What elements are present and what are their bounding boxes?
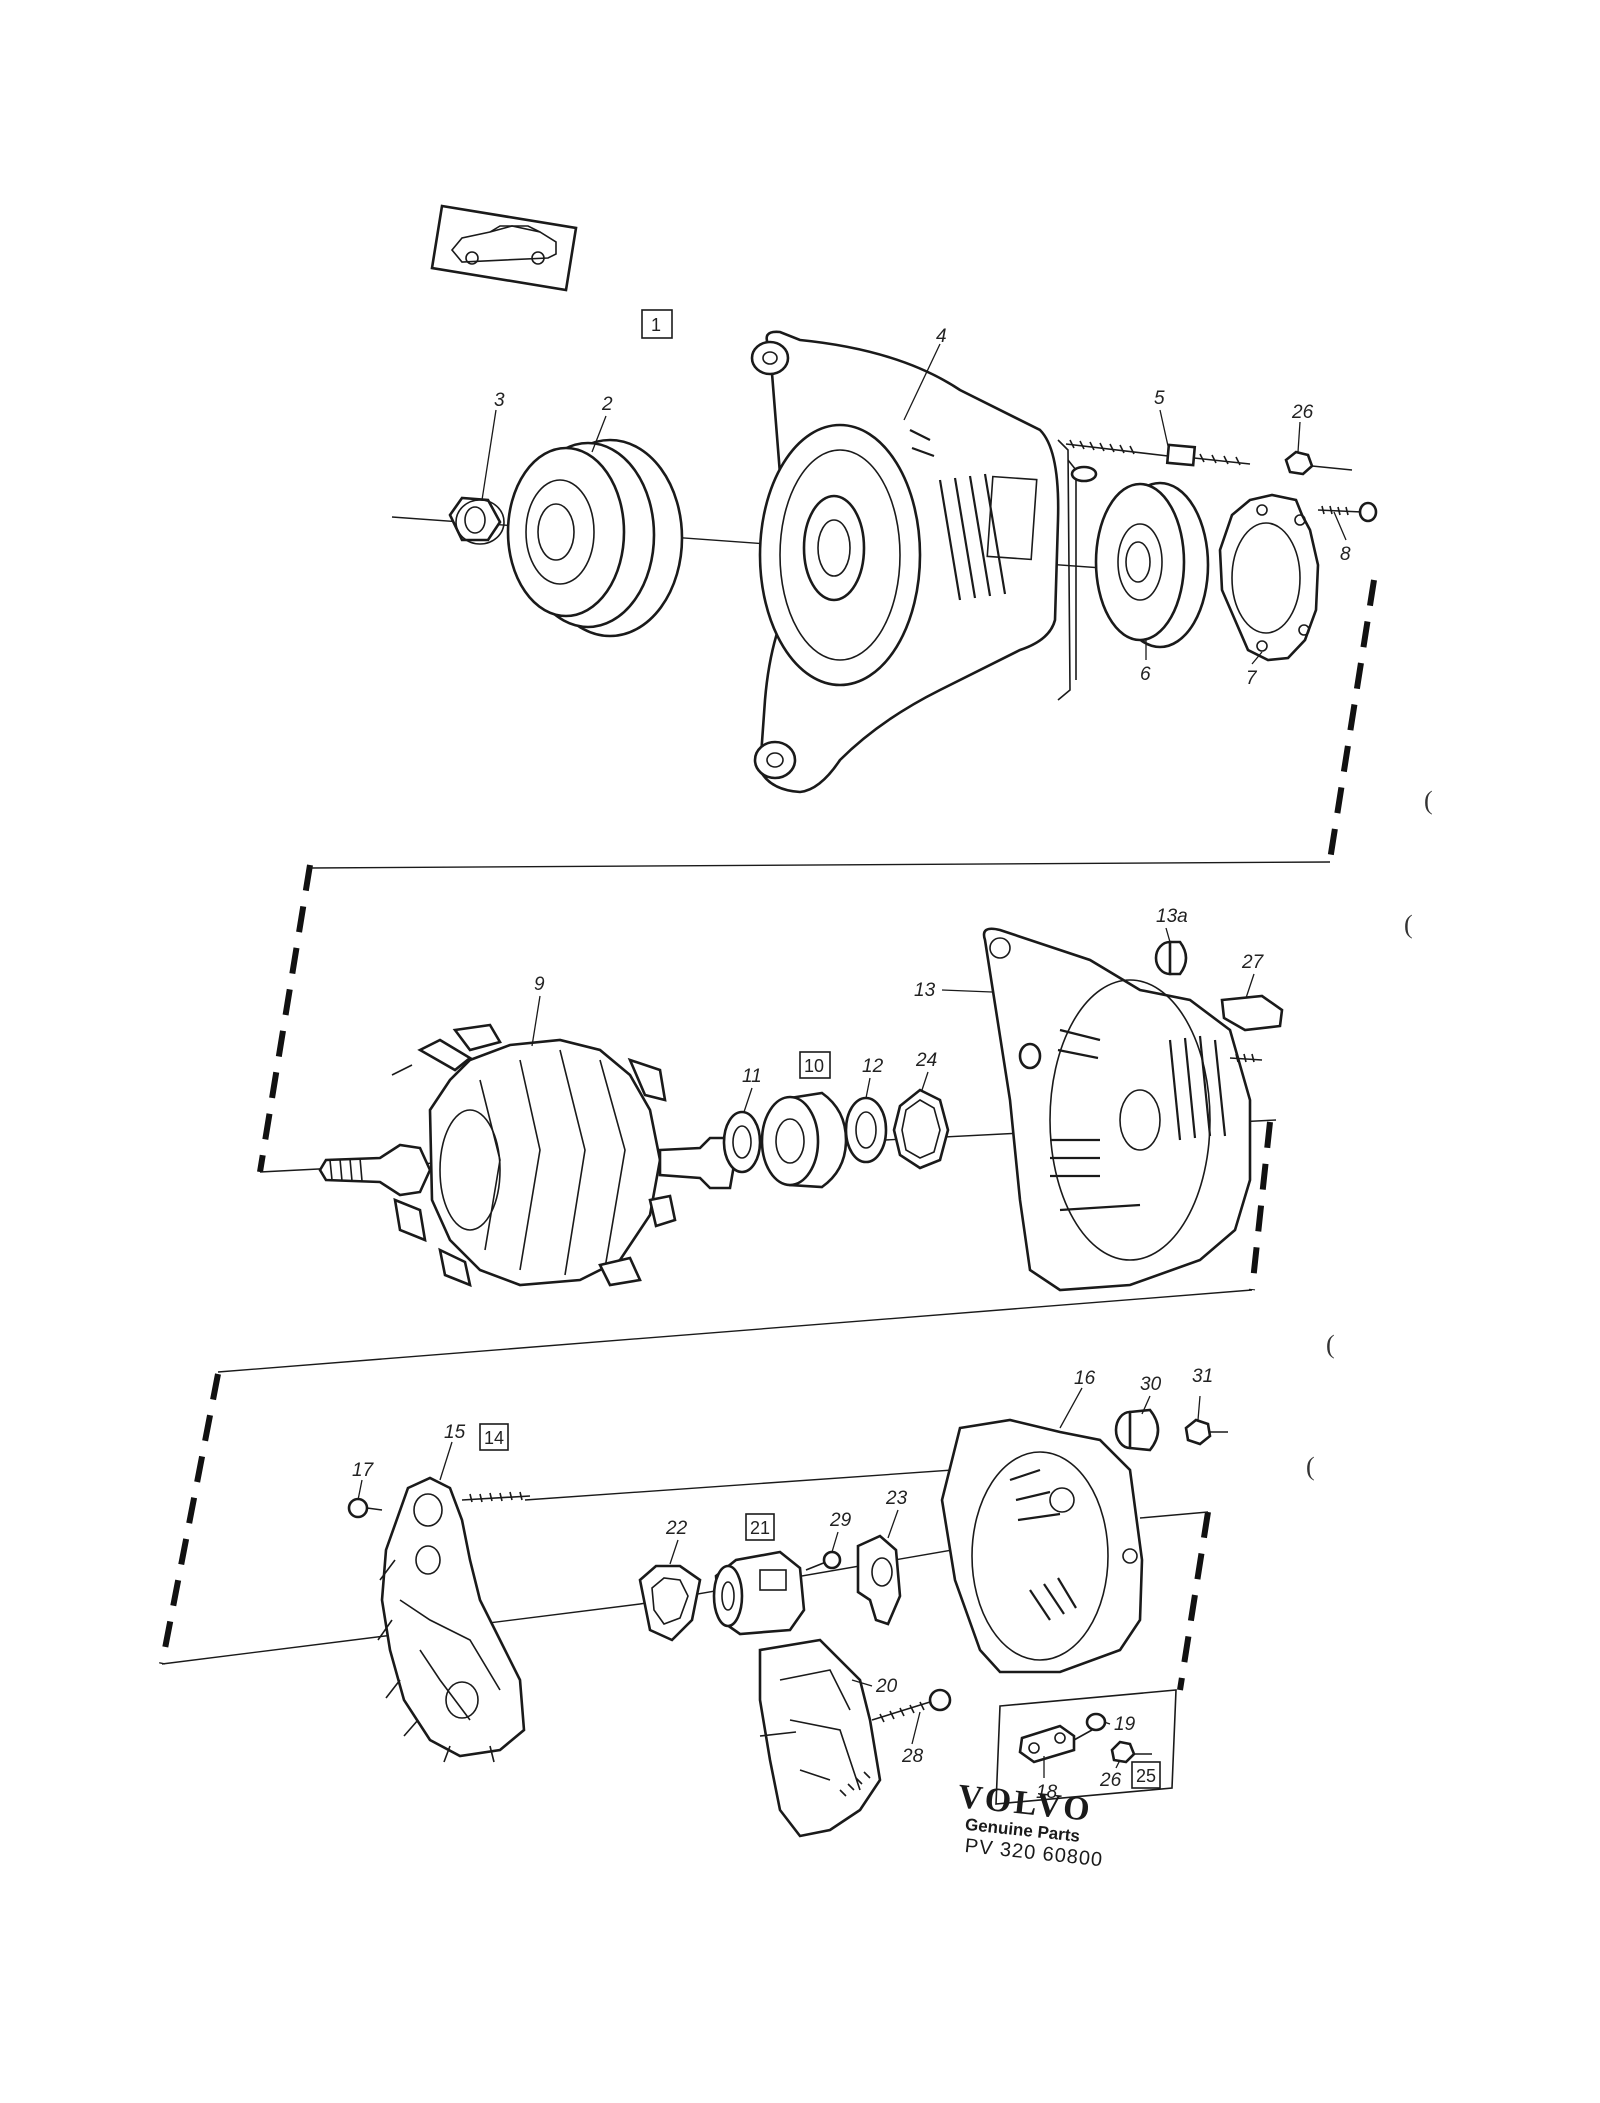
callout-19: 19 — [1114, 1714, 1136, 1735]
part-bushing-30 — [1114, 1408, 1160, 1452]
callout-31: 31 — [1192, 1366, 1213, 1387]
callout-28: 28 — [901, 1746, 924, 1767]
part-rotor-9 — [318, 1023, 736, 1288]
part-screw-29 — [805, 1550, 842, 1571]
leader-lines — [357, 343, 1347, 1778]
callout-30: 30 — [1140, 1374, 1162, 1395]
part-seal-24 — [892, 1088, 950, 1170]
callout-20: 20 — [875, 1676, 898, 1697]
callout-17: 17 — [352, 1460, 375, 1481]
callout-9: 9 — [534, 974, 545, 995]
brand-block: VOLVO Genuine Parts PV 320 60800 — [952, 1778, 1110, 1871]
section-front-assembly — [391, 309, 1378, 794]
callout-21: 21 — [750, 1518, 770, 1538]
callout-box-10 — [799, 1051, 831, 1079]
part-nut-26-top — [1284, 450, 1353, 476]
callout-24: 24 — [915, 1050, 937, 1071]
callout-22: 22 — [665, 1518, 688, 1539]
callout-10: 10 — [804, 1056, 824, 1076]
callout-12: 12 — [862, 1056, 884, 1077]
callout-3: 3 — [494, 390, 505, 411]
part-washer-11 — [722, 1110, 762, 1174]
callout-26-top: 26 — [1291, 402, 1314, 423]
section-rotor-assembly — [257, 579, 1377, 1292]
part-rectifier-15 — [377, 1476, 531, 1763]
callout-13a: 13a — [1156, 906, 1188, 927]
part-pulley-2 — [506, 438, 684, 638]
margin-mark-3: ( — [1326, 1330, 1335, 1359]
callout-4: 4 — [936, 326, 947, 347]
callout-box-1 — [641, 309, 673, 339]
part-drive-end-housing-4 — [750, 330, 1077, 794]
callout-2: 2 — [601, 394, 613, 415]
part-screw-28 — [871, 1688, 952, 1723]
part-bearing-plate-7 — [1218, 493, 1320, 662]
part-washer-12 — [844, 1096, 888, 1164]
part-regulator-20 — [758, 1638, 882, 1838]
part-screw-8 — [1317, 501, 1378, 523]
callout-15: 15 — [444, 1422, 466, 1443]
callout-27: 27 — [1241, 952, 1265, 973]
callout-25: 25 — [1136, 1766, 1156, 1786]
part-bearing-10 — [760, 1091, 848, 1189]
margin-mark-1: ( — [1424, 786, 1433, 815]
callout-23: 23 — [885, 1488, 908, 1509]
callout-29: 29 — [829, 1510, 852, 1531]
car-icon — [430, 204, 578, 292]
part-slip-ring-housing-13 — [982, 927, 1263, 1292]
callout-26-bottom: 26 — [1099, 1770, 1122, 1791]
part-rear-cover-16 — [940, 1418, 1144, 1674]
part-through-bolt-5 — [1065, 439, 1251, 483]
margin-mark-2: ( — [1404, 910, 1413, 939]
part-bracket-kit-25 — [995, 1689, 1177, 1805]
callout-18: 18 — [1036, 1782, 1058, 1803]
callout-6: 6 — [1140, 664, 1151, 685]
dashed-link-5 — [1177, 1511, 1211, 1691]
part-nut-31 — [1184, 1418, 1228, 1446]
callout-5: 5 — [1154, 388, 1165, 409]
section-rectifier-assembly — [159, 1289, 1253, 1838]
callout-8: 8 — [1340, 544, 1351, 565]
callout-box-25 — [1131, 1761, 1161, 1789]
part-seal-22 — [638, 1564, 702, 1642]
callout-16: 16 — [1074, 1368, 1096, 1389]
callout-13: 13 — [914, 980, 936, 1001]
callout-box-14 — [479, 1423, 509, 1451]
dashed-link-2 — [257, 864, 313, 1173]
callout-11: 11 — [742, 1066, 762, 1087]
callout-box-21 — [745, 1513, 775, 1541]
part-cover-23 — [856, 1534, 902, 1626]
callout-1: 1 — [651, 315, 661, 335]
margin-mark-4: ( — [1306, 1452, 1315, 1481]
part-bushing-13a — [1154, 940, 1188, 976]
part-screw-17 — [347, 1497, 383, 1519]
callout-14: 14 — [484, 1428, 504, 1448]
callout-labels: 1 2 3 4 5 6 7 8 26 9 10 11 12 24 13 13a … — [352, 315, 1351, 1803]
part-terminal-27 — [1220, 994, 1284, 1032]
dashed-link-4 — [159, 1373, 221, 1665]
part-brush-holder-21 — [712, 1550, 806, 1636]
part-nut-3 — [448, 496, 505, 545]
callout-7: 7 — [1246, 668, 1258, 689]
part-bearing-6 — [1094, 481, 1210, 649]
dashed-link-1 — [1327, 579, 1377, 861]
